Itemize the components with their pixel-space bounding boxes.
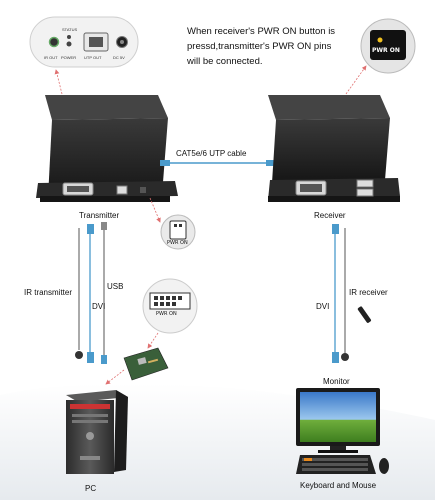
transmitter-label: Transmitter	[79, 211, 120, 220]
usb-port-rx-2	[356, 188, 374, 197]
usb-port-rx-1	[356, 179, 374, 188]
arrow-to-pwr-button	[345, 65, 367, 95]
power-led	[66, 41, 72, 47]
note-line-2: pressd,transmitter's PWR ON pins	[187, 41, 332, 52]
arrow-to-pwr-pins	[149, 197, 161, 223]
back-panel-callout	[29, 16, 139, 68]
note-line-1: When receiver's PWR ON button is	[187, 26, 336, 37]
ir-receiver-sensor	[341, 353, 349, 361]
motherboard-icon	[123, 347, 169, 381]
utp-out-label: UTP OUT	[84, 55, 102, 60]
ir-out-jack	[48, 36, 60, 48]
dvi-left-label: DVI	[92, 302, 106, 311]
utp-cable	[160, 160, 276, 166]
monitor-label: Monitor	[323, 377, 350, 386]
pwr-on-button-callout	[360, 18, 416, 74]
receiver-note: When receiver's PWR ON button is pressd,…	[187, 24, 377, 69]
pwr-on-pins-tx	[140, 187, 146, 193]
pin-header-label: PWR ON	[156, 311, 177, 317]
pwr-on-pins-callout	[160, 214, 196, 250]
keyboard-mouse-label: Keyboard and Mouse	[300, 481, 377, 490]
ir-receiver-label: IR receiver	[349, 288, 388, 297]
ir-transmitter-sensor	[75, 351, 83, 359]
arrow-to-pc	[105, 369, 125, 385]
pin-header-callout	[142, 278, 198, 334]
keyboard-icon	[296, 455, 376, 474]
ir-transmitter-label: IR transmitter	[24, 288, 73, 297]
power-label: POWER	[61, 55, 77, 60]
usb-port-tx	[116, 185, 128, 195]
monitor-screen	[300, 392, 376, 442]
receiver-label: Receiver	[314, 211, 346, 220]
pwr-on-pins-label: PWR ON	[167, 240, 188, 246]
monitor-icon	[296, 388, 380, 453]
dc5v-label: DC 5V	[113, 55, 125, 60]
ir-out-label: IR OUT	[44, 55, 58, 60]
pc-label: PC	[85, 484, 97, 493]
pwr-on-button-label: PWR ON	[372, 47, 400, 54]
left-cables	[75, 222, 107, 364]
usb-label: USB	[107, 282, 124, 291]
arrow-to-back-panel	[54, 69, 63, 95]
transmitter-box	[36, 95, 178, 202]
receiver-box	[268, 95, 400, 202]
status-label: STATUS	[62, 27, 78, 32]
right-cables	[332, 224, 349, 363]
dvi-right-label: DVI	[316, 302, 330, 311]
note-line-3: will be connected.	[187, 56, 263, 67]
mouse-icon	[379, 458, 389, 474]
status-led	[67, 35, 71, 39]
pwr-led	[377, 37, 383, 43]
cable-label: CAT5e/6 UTP cable	[176, 149, 247, 158]
arrow-to-motherboard	[147, 332, 159, 349]
ir-remote-icon	[357, 306, 372, 323]
pc-tower-icon	[66, 390, 128, 474]
